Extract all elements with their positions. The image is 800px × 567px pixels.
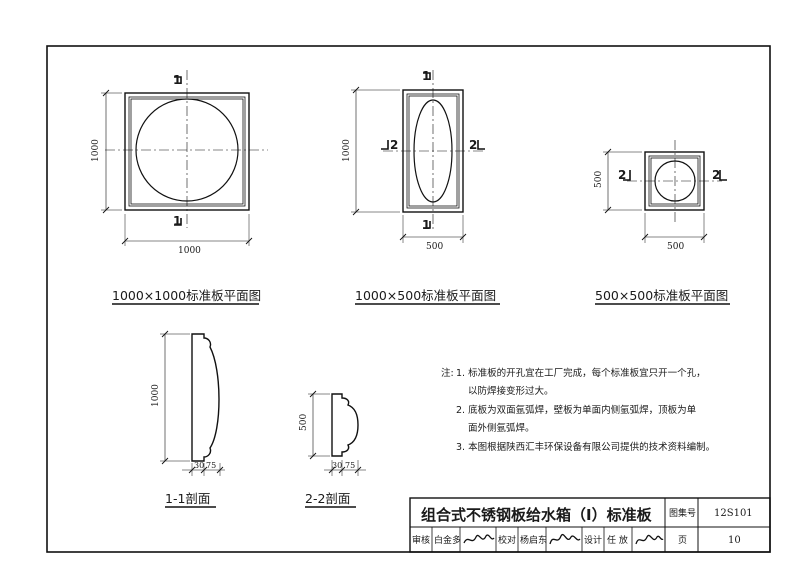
notes-prefix: 注:	[441, 367, 454, 379]
drawing-title: 组合式不锈钢板给水箱（Ⅰ）标准板	[421, 506, 653, 524]
dim-a-label: 30	[194, 461, 204, 470]
section-1-1	[160, 330, 225, 476]
section-mark-top: 1	[422, 69, 430, 83]
page-number: 10	[728, 535, 741, 546]
note-line: 面外侧氩弧焊。	[468, 422, 535, 434]
drawing-frame	[46, 45, 771, 553]
plan-500x500	[603, 140, 727, 243]
design-label: 设计	[584, 534, 602, 546]
dim-height-label: 500	[299, 414, 309, 431]
dim-b-label: 75	[345, 461, 355, 470]
plan-1000x1000	[101, 70, 268, 246]
designer-signature	[635, 534, 664, 545]
plan-title: 1000×500标准板平面图	[355, 288, 496, 303]
notes: 注: 1. 标准板的开孔宜在工厂完成，每个标准板宜只开一个孔， 以防焊接变形过大…	[441, 367, 715, 453]
reviewer-signature	[463, 534, 495, 544]
plan-title: 500×500标准板平面图	[595, 288, 728, 303]
dim-height-label: 1000	[151, 384, 161, 407]
note-line: 以防焊接变形过大。	[468, 385, 554, 397]
reviewer-name: 白金多	[434, 534, 461, 546]
dim-horizontal-label: 500	[426, 242, 443, 252]
section-mark-right: 2	[712, 168, 720, 182]
section-mark-top: 1	[173, 73, 181, 87]
dim-b-label: 75	[206, 461, 216, 470]
dim-horizontal-label: 500	[667, 242, 684, 252]
section-title: 1-1剖面	[165, 491, 210, 506]
page-label: 页	[678, 535, 687, 546]
note-line: 2. 底板为双面氩弧焊，壁板为单面内侧氩弧焊，顶板为单	[456, 404, 697, 416]
title-block	[409, 497, 771, 553]
section-mark-left: 2	[618, 168, 626, 182]
dim-a-label: 30	[332, 461, 342, 470]
checker-signature	[549, 533, 581, 545]
section-2-2	[308, 390, 366, 476]
review-label: 审核	[412, 534, 430, 546]
checker-name: 杨启东	[520, 534, 547, 546]
section-mark-bottom: 1	[173, 214, 181, 228]
designer-name: 任 放	[607, 534, 628, 546]
dim-vertical-label: 500	[594, 171, 604, 188]
atlas-label: 图集号	[669, 507, 696, 519]
section-mark-left: 2	[390, 138, 398, 152]
section-mark-right: 2	[469, 138, 477, 152]
note-line: 1. 标准板的开孔宜在工厂完成，每个标准板宜只开一个孔，	[456, 367, 706, 379]
section-mark-bottom: 1	[422, 218, 430, 232]
note-line: 3. 本图根据陕西汇丰环保设备有限公司提供的技术资料编制。	[456, 441, 715, 453]
dim-vertical-label: 1000	[91, 139, 101, 162]
plan-title: 1000×1000标准板平面图	[112, 288, 261, 303]
dim-horizontal-label: 1000	[178, 246, 201, 256]
section-title: 2-2剖面	[305, 491, 350, 506]
atlas-number: 12S101	[714, 508, 753, 519]
check-label: 校对	[498, 534, 516, 546]
plan-1000x500	[351, 70, 485, 243]
dim-vertical-label: 1000	[342, 139, 352, 162]
